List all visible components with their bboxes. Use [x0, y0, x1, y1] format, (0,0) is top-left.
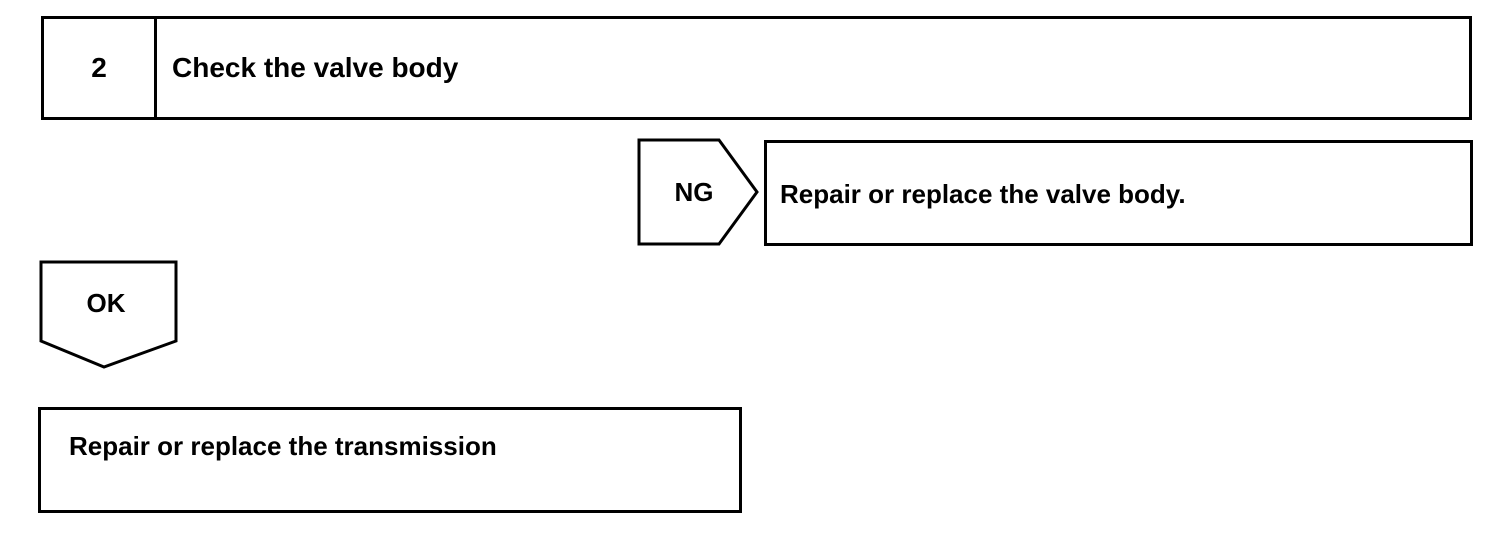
ng-arrow-shape	[637, 138, 759, 246]
step-box: 2 Check the valve body	[41, 16, 1472, 120]
ok-result-box: Repair or replace the transmission	[38, 407, 742, 513]
step-title: Check the valve body	[172, 52, 459, 83]
ok-label: OK	[87, 288, 126, 318]
ok-arrow-shape	[39, 260, 178, 369]
step-number: 2	[91, 52, 107, 83]
ok-result-text: Repair or replace the transmission	[69, 431, 497, 461]
ng-result-box: Repair or replace the valve body.	[764, 140, 1473, 246]
ng-label: NG	[675, 177, 714, 207]
ng-result-text: Repair or replace the valve body.	[780, 179, 1186, 209]
step-number-cell: 2	[44, 19, 157, 117]
